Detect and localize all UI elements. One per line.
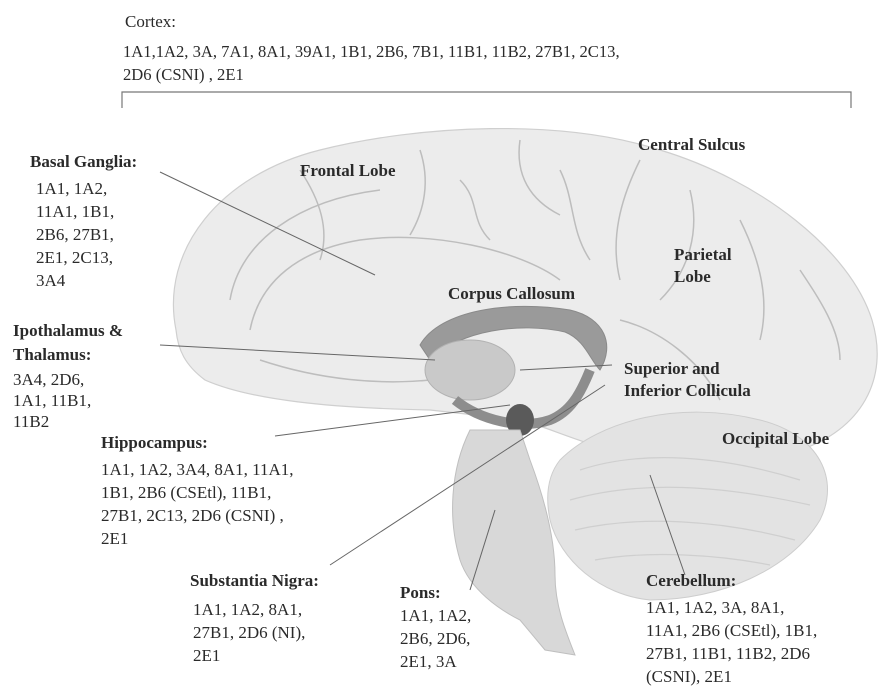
pons-genes: 1A1, 1A2, 2B6, 2D6, 2E1, 3A — [400, 604, 471, 673]
thalamus — [425, 340, 515, 400]
parietal-lobe-label: Parietal Lobe — [674, 244, 732, 288]
substantia-nigra-title: Substantia Nigra: — [190, 570, 319, 592]
central-sulcus-label: Central Sulcus — [638, 134, 745, 156]
hippocampus-genes: 1A1, 1A2, 3A4, 8A1, 11A1, 1B1, 2B6 (CSEt… — [101, 458, 294, 550]
basal-ganglia-genes: 1A1, 1A2, 11A1, 1B1, 2B6, 27B1, 2E1, 2C1… — [36, 177, 114, 292]
cortex-title: Cortex: — [125, 11, 176, 33]
pons-title: Pons: — [400, 582, 441, 604]
frontal-lobe-label: Frontal Lobe — [300, 160, 396, 182]
cerebellum-genes: 1A1, 1A2, 3A, 8A1, 11A1, 2B6 (CSEtl), 1B… — [646, 596, 817, 688]
cortex-genes-line1: 1A1,1A2, 3A, 7A1, 8A1, 39A1, 1B1, 2B6, 7… — [123, 41, 620, 63]
thalamus-title: Ipothalamus & Thalamus: — [13, 319, 123, 367]
substantia-nigra-genes: 1A1, 1A2, 8A1, 27B1, 2D6 (NI), 2E1 — [193, 598, 305, 667]
hippocampus-title: Hippocampus: — [101, 432, 208, 454]
cortex-genes-line2: 2D6 (CSNI) , 2E1 — [123, 64, 244, 86]
cortex-bracket — [122, 92, 851, 108]
corpus-callosum-label: Corpus Callosum — [448, 283, 575, 305]
colliculi-label: Superior and Inferior Collicula — [624, 358, 751, 402]
basal-ganglia-title: Basal Ganglia: — [30, 151, 137, 173]
thalamus-genes: 3A4, 2D6, 1A1, 11B1, 11B2 — [13, 369, 91, 432]
cerebellum-title: Cerebellum: — [646, 570, 736, 592]
occipital-lobe-label: Occipital Lobe — [722, 428, 829, 450]
